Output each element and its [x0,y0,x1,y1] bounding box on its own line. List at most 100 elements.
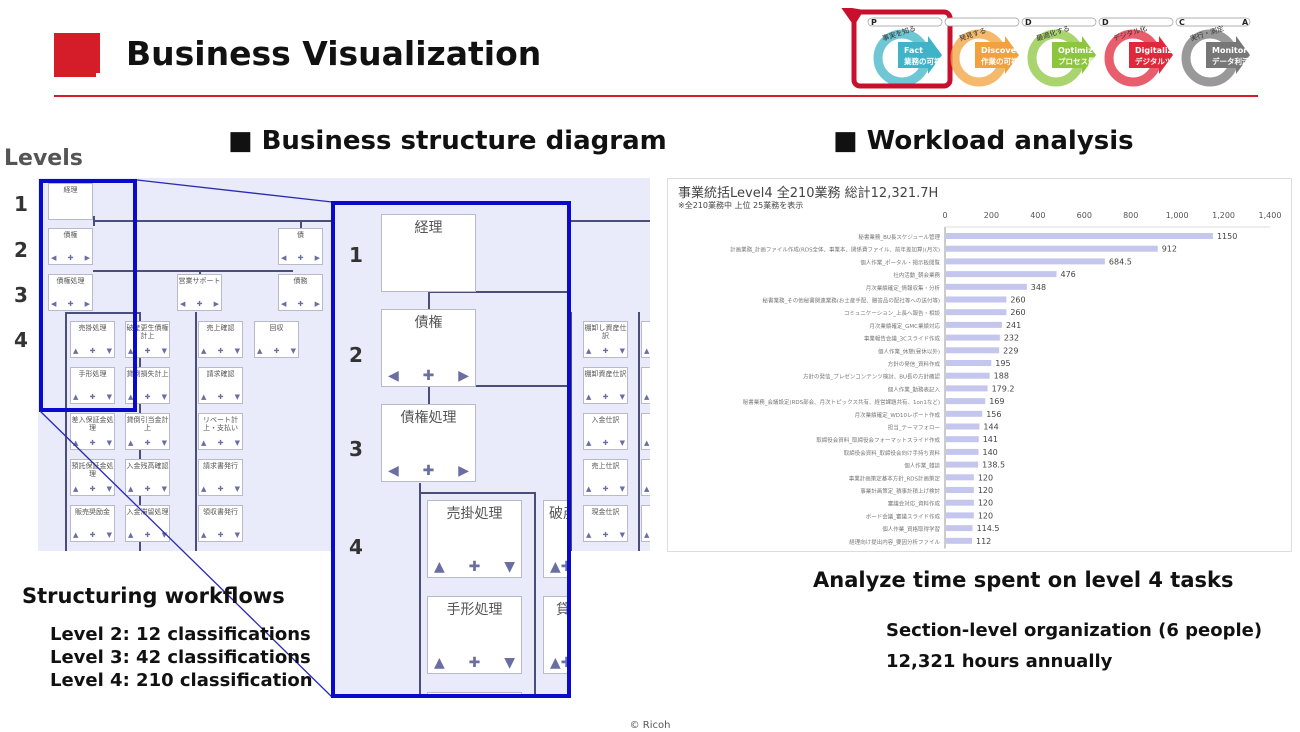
node-control-icon[interactable]: ◀ [51,300,57,309]
node-control-icon[interactable]: ▲ [644,393,650,402]
node-controls[interactable]: ▲✚▼ [257,348,296,356]
node-level2[interactable]: 債権◀✚▶ [48,228,93,265]
node-control-icon[interactable]: ▲ [434,654,445,671]
node-control-icon[interactable]: ✚ [89,485,96,494]
node-controls[interactable]: ▲✚▼ [586,532,625,540]
node-control-icon[interactable]: ▼ [161,439,167,448]
node-level3[interactable]: 債務◀✚▶ [278,274,323,311]
node-control-icon[interactable]: ▼ [161,393,167,402]
node-control-icon[interactable]: ✚ [468,558,481,575]
node-control-icon[interactable]: ▼ [504,654,515,671]
node-level4[interactable]: 貸倒引当金計上▲✚▼ [125,413,170,450]
node-level4[interactable]: 差入保証金処理▲✚▼ [70,413,115,450]
node-control-icon[interactable]: ▼ [106,485,112,494]
node-controls[interactable]: ▲ ✚ ▼ [128,532,167,540]
node-level4[interactable]: 破産更生債権計上▲✚▼ [125,321,170,358]
node-level2[interactable]: 債◀✚▶ [278,228,323,265]
node-control-icon[interactable]: ▲ [128,439,134,448]
node-controls[interactable]: ▲✚▼ [201,348,240,356]
node-control-icon[interactable]: ▼ [106,531,112,540]
node-controls[interactable]: ▲✚▼ [586,348,625,356]
node-control-icon[interactable]: ▼ [290,347,296,356]
node-control-icon[interactable]: ▼ [161,531,167,540]
node-level4[interactable]: 入金残高確認▲✚▼ [125,459,170,496]
node-control-icon[interactable]: ✚ [217,531,224,540]
node-control-icon[interactable]: ▶ [458,462,469,479]
node-control-icon[interactable]: ◀ [281,300,287,309]
node-control-icon[interactable]: ▲ [586,531,592,540]
node-level4[interactable]: 請求書発行▲✚▼ [198,459,243,496]
node-control-icon[interactable]: ✚ [196,300,203,309]
node-control-icon[interactable]: ◀ [388,462,399,479]
node-controls[interactable]: ▲✚▼ [550,655,567,671]
node-control-icon[interactable]: ▲ [73,531,79,540]
node-control-icon[interactable]: ▲ [201,393,207,402]
node-control-icon[interactable]: ▲ [201,439,207,448]
node-controls[interactable]: ▲✚▼ [550,558,567,575]
node-control-icon[interactable]: ▲ [550,558,561,575]
node-control-icon[interactable]: ✚ [422,462,435,479]
node-control-icon[interactable]: ▼ [234,531,240,540]
mag-node-level2[interactable]: 債権◀✚▶ [381,309,476,387]
node-control-icon[interactable]: ▶ [84,300,90,309]
node-control-icon[interactable]: ▲ [644,439,650,448]
node-controls[interactable]: ▲✚▼ [644,486,650,494]
node-control-icon[interactable]: ✚ [602,347,609,356]
node-controls[interactable]: ◀✚▶ [388,367,469,384]
mag-node-level4[interactable]: 売掛処理▲✚▼ [427,500,522,578]
node-level4[interactable]: リベート計上・支払い▲✚▼ [198,413,243,450]
node-controls[interactable]: ▲✚▼ [201,532,240,540]
node-control-icon[interactable]: ▶ [314,300,320,309]
node-control-icon[interactable]: ✚ [468,654,481,671]
node-control-icon[interactable]: ✚ [217,393,224,402]
node-control-icon[interactable]: ✚ [144,485,151,494]
node-control-icon[interactable]: ▼ [619,485,625,494]
node-control-icon[interactable]: ✚ [217,347,224,356]
node-controls[interactable]: ◀✚▶ [281,255,320,263]
node-control-icon[interactable]: ✚ [602,393,609,402]
node-controls[interactable]: ▲✚▼ [73,348,112,356]
node-control-icon[interactable]: ▲ [128,485,134,494]
node-controls[interactable]: ▲✚▼ [73,394,112,402]
node-controls[interactable]: ▲✚▼ [73,532,112,540]
node-controls[interactable]: ◀✚▶ [281,301,320,309]
node-controls[interactable]: ▲✚▼ [73,440,112,448]
node-level4[interactable]: 請求確認▲✚▼ [198,367,243,404]
node-control-icon[interactable]: ✚ [273,347,280,356]
node-level4[interactable]: 貸倒損失計上▲✚▼ [125,367,170,404]
node-level4[interactable]: 手▲✚▼ [641,367,650,404]
node-level4[interactable]: 前▲✚▼ [641,505,650,542]
node-controls[interactable]: ▲✚▼ [201,440,240,448]
node-controls[interactable]: ▲✚▼ [644,394,650,402]
node-controls[interactable]: ◀✚▶ [51,301,90,309]
node-control-icon[interactable]: ▼ [234,439,240,448]
node-control-icon[interactable]: ▲ [644,347,650,356]
node-control-icon[interactable]: ▼ [619,439,625,448]
node-control-icon[interactable]: ▲ [73,347,79,356]
node-control-icon[interactable]: ▼ [619,347,625,356]
node-control-icon[interactable]: ✚ [297,254,304,263]
node-control-icon[interactable]: ✚ [144,531,151,540]
node-control-icon[interactable]: ▲ [586,485,592,494]
node-control-icon[interactable]: ▲ [586,439,592,448]
node-level4[interactable]: 売上確認▲✚▼ [198,321,243,358]
node-level4[interactable]: 手形処理▲✚▼ [70,367,115,404]
node-control-icon[interactable]: ▲ [128,531,134,540]
node-control-icon[interactable]: ✚ [422,367,435,384]
node-control-icon[interactable]: ✚ [67,254,74,263]
node-controls[interactable]: ▲✚▼ [586,440,625,448]
node-control-icon[interactable]: ◀ [388,367,399,384]
node-level4[interactable]: 現金仕訳▲✚▼ [583,505,628,542]
node-level4[interactable]: 売▲✚▼ [641,459,650,496]
node-control-icon[interactable]: ▲ [644,485,650,494]
node-control-icon[interactable]: ▼ [619,531,625,540]
node-controls[interactable]: ◀ ✚ ▶ [388,462,469,479]
node-control-icon[interactable]: ◀ [51,254,57,263]
node-level3[interactable]: 営業サポート◀✚▶ [177,274,222,311]
node-control-icon[interactable]: ▲ [128,393,134,402]
node-control-icon[interactable]: ▲ [73,393,79,402]
node-level4[interactable]: 不▲✚▼ [641,321,650,358]
node-control-icon[interactable]: ▼ [234,347,240,356]
mag-node-level4[interactable]: 手形処理▲✚▼ [427,596,522,674]
node-control-icon[interactable]: ◀ [281,254,287,263]
